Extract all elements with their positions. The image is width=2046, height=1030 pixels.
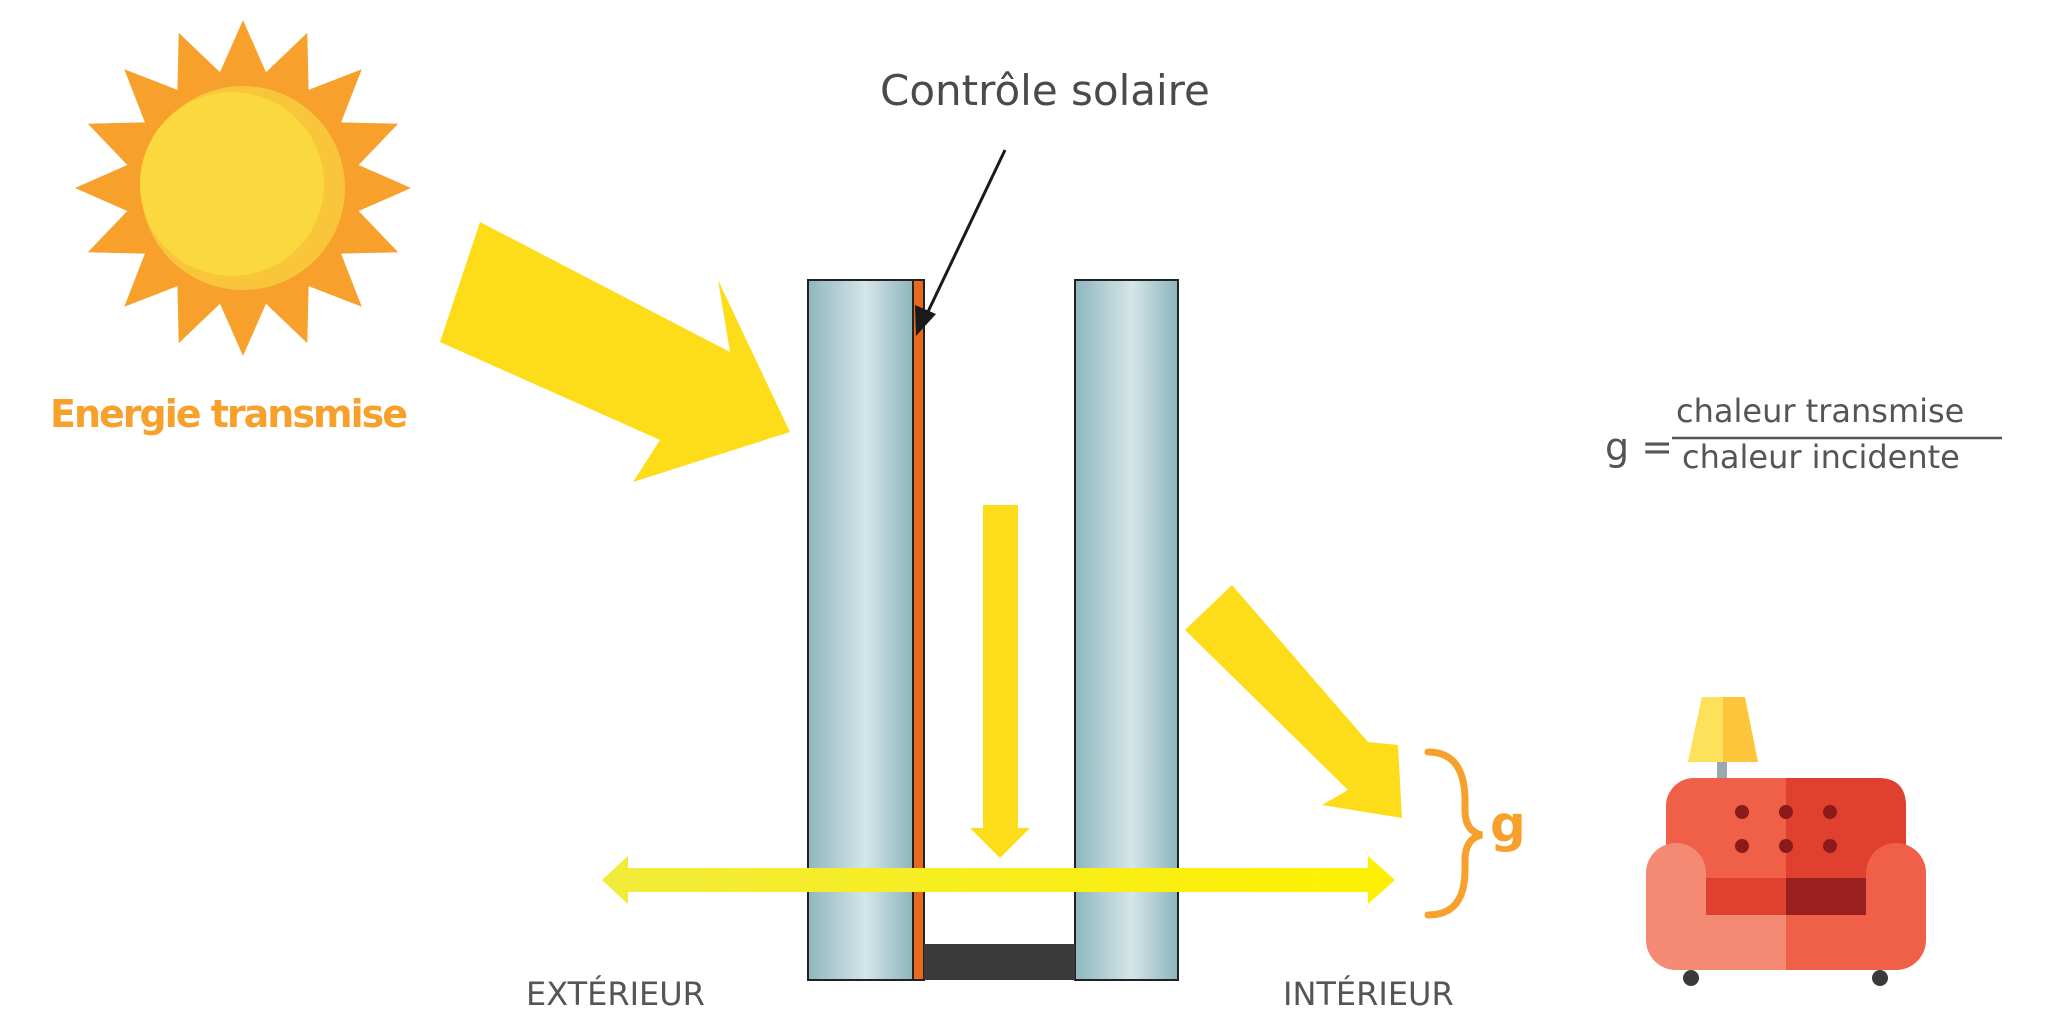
pointer-arrowhead	[915, 305, 936, 336]
formula-lhs: g =	[1605, 425, 1674, 469]
armchair-lamp-icon	[1646, 697, 1926, 986]
incident-energy-arrow	[440, 222, 790, 482]
g-factor-label: g	[1490, 795, 1526, 853]
transmitted-energy-arrow	[1185, 585, 1402, 818]
inner-glass-pane	[1074, 279, 1179, 981]
sun-icon	[75, 20, 411, 356]
g-brace-icon	[1424, 748, 1483, 919]
solar-control-coating	[912, 279, 925, 981]
solar-control-label: Contrôle solaire	[880, 66, 1210, 115]
interior-label: INTÉRIEUR	[1283, 975, 1454, 1013]
spacer-bar	[924, 944, 1075, 980]
heat-exchange-arrow	[602, 856, 1395, 904]
pointer-line	[923, 149, 1007, 319]
outer-glass-pane	[807, 279, 914, 981]
formula-numerator: chaleur transmise	[1676, 392, 1965, 430]
transmitted-energy-label: Energie transmise	[50, 392, 408, 436]
formula-denominator: chaleur incidente	[1682, 438, 1960, 476]
down-arrow	[970, 505, 1030, 858]
exterior-label: EXTÉRIEUR	[526, 975, 705, 1013]
